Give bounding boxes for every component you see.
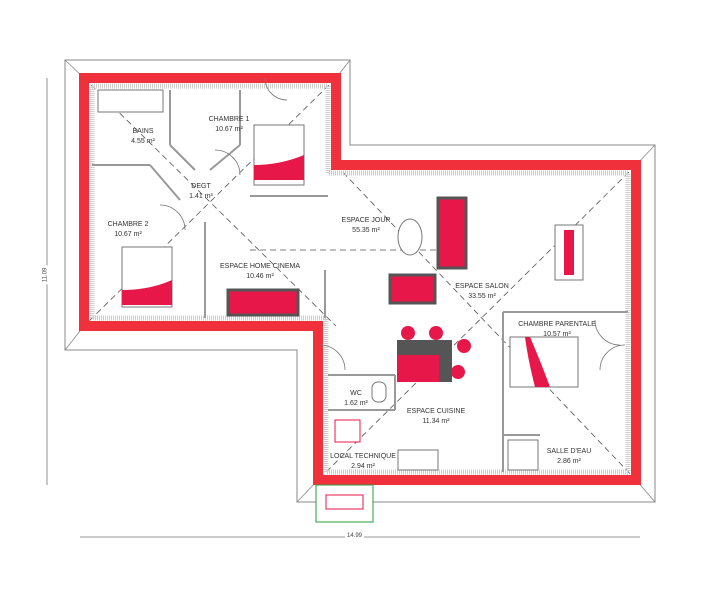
bed-cover-1: [254, 155, 304, 180]
sofa-salon: [388, 273, 437, 305]
sofa-jour: [436, 196, 468, 270]
dining-runner: [564, 230, 574, 275]
width-dimension: 14.99: [345, 533, 365, 539]
outdoor-unit-box: [325, 494, 364, 510]
exterior-walls: [79, 73, 641, 485]
kitchen-island-top: [397, 355, 439, 382]
water-heater: [334, 419, 361, 443]
sofa-cinema: [226, 288, 300, 317]
wall-insulation: [89, 83, 631, 475]
shower: [507, 439, 539, 471]
height-dimension: 11.09: [42, 265, 49, 285]
bed-cover-parentale: [525, 337, 550, 387]
bathtub: [97, 89, 164, 113]
interior-walls: [92, 90, 628, 472]
bar-stools: [401, 326, 471, 379]
door-swings: [159, 77, 626, 371]
bed-cover-2: [122, 280, 172, 305]
coffee-table: [397, 218, 423, 256]
kitchen-sink: [397, 449, 439, 471]
wc-toilet: [371, 381, 387, 403]
roof-hip-lines: [64, 59, 656, 503]
